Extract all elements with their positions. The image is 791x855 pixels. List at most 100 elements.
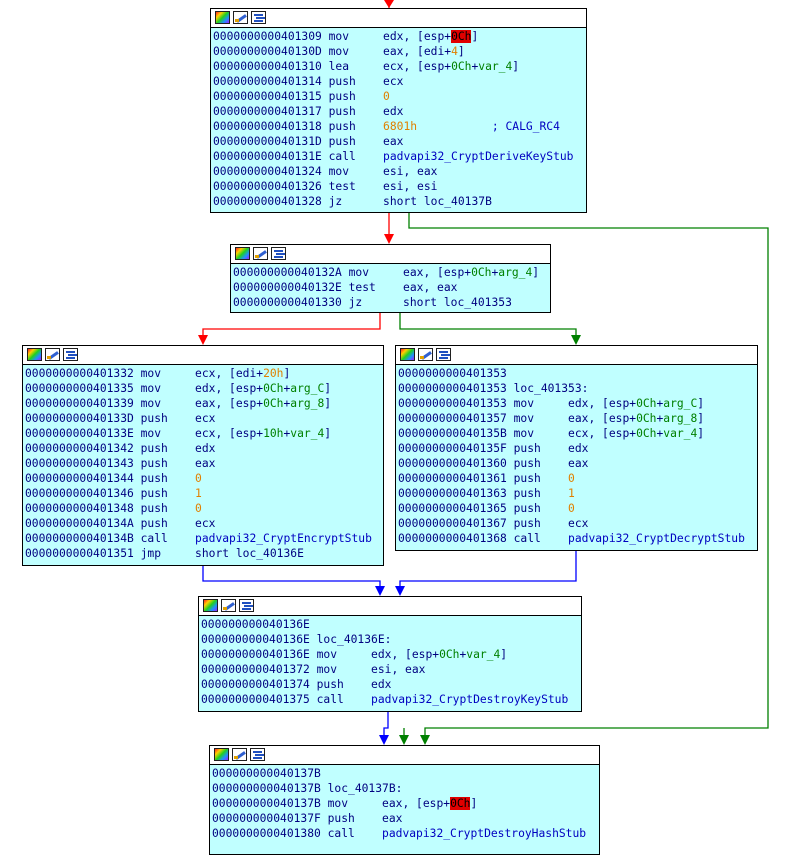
node-code: 000000000040132A mov eax, [esp+0Ch+arg_4… (231, 264, 550, 310)
edit-node-icon[interactable] (418, 348, 433, 361)
disasm-line[interactable]: 0000000000401357 mov eax, [esp+0Ch+arg_8… (398, 411, 757, 426)
arrow-head (384, 234, 394, 244)
node-text-icon[interactable] (251, 11, 266, 24)
graph-color-icon[interactable] (214, 748, 229, 761)
graph-color-icon[interactable] (203, 599, 218, 612)
disasm-line[interactable]: 0000000000401315 push 0 (213, 89, 586, 104)
asm-token: ecx (195, 517, 216, 530)
code-block-node[interactable]: 0000000000401332 mov ecx, [edi+20h]00000… (22, 345, 384, 566)
node-text-icon[interactable] (271, 247, 286, 260)
disasm-line[interactable]: 000000000040131D push eax (213, 134, 586, 149)
disasm-line[interactable]: 0000000000401330 jz short loc_401353 (233, 295, 550, 310)
disasm-line[interactable]: 000000000040133E mov ecx, [esp+10h+var_4… (25, 426, 383, 441)
asm-token: 0Ch (263, 382, 284, 395)
disasm-line[interactable]: 000000000040132E test eax, eax (233, 280, 550, 295)
node-text-icon[interactable] (436, 348, 451, 361)
asm-token: 0Ch (451, 30, 472, 43)
disasm-line[interactable]: 0000000000401324 mov esi, eax (213, 164, 586, 179)
graph-color-icon[interactable] (27, 348, 42, 361)
disasm-line[interactable]: 0000000000401367 push ecx (398, 516, 757, 531)
asm-token: push (513, 502, 569, 515)
arrow-head (399, 735, 409, 745)
disasm-line[interactable]: 0000000000401372 mov esi, eax (201, 662, 581, 677)
disasm-line[interactable]: 0000000000401317 push edx (213, 104, 586, 119)
graph-color-icon[interactable] (400, 348, 415, 361)
disasm-line[interactable]: 000000000040135F push edx (398, 441, 757, 456)
asm-token: 0 (568, 472, 575, 485)
disasm-line[interactable]: 0000000000401365 push 0 (398, 501, 757, 516)
edit-node-icon[interactable] (233, 11, 248, 24)
disasm-line[interactable]: 0000000000401380 call padvapi32_CryptDes… (212, 826, 599, 841)
disasm-line[interactable]: 0000000000401351 jmp short loc_40136E (25, 546, 383, 561)
address: 000000000040134A (25, 517, 141, 530)
disasm-line[interactable]: 0000000000401342 push edx (25, 441, 383, 456)
disasm-line[interactable]: 0000000000401375 call padvapi32_CryptDes… (201, 692, 581, 707)
asm-token: esi, esi (383, 180, 438, 193)
edit-node-icon[interactable] (45, 348, 60, 361)
disasm-line[interactable]: 000000000040136E mov edx, [esp+0Ch+var_4… (201, 647, 581, 662)
disasm-line[interactable]: 0000000000401339 mov eax, [esp+0Ch+arg_8… (25, 396, 383, 411)
disasm-line[interactable]: 000000000040137B loc_40137B: (212, 781, 599, 796)
address: 000000000040131D (213, 135, 329, 148)
disasm-line[interactable]: 0000000000401310 lea ecx, [esp+0Ch+var_4… (213, 59, 586, 74)
disasm-line[interactable]: 000000000040136E loc_40136E: (201, 632, 581, 647)
edit-node-icon[interactable] (232, 748, 247, 761)
disasm-line[interactable]: 0000000000401353 mov edx, [esp+0Ch+arg_C… (398, 396, 757, 411)
disasm-line[interactable]: 000000000040137B (212, 766, 599, 781)
disasm-line[interactable]: 0000000000401343 push eax (25, 456, 383, 471)
asm-token: jz (328, 195, 384, 208)
asm-token: mov (316, 663, 372, 676)
code-block-node[interactable]: 000000000040132A mov eax, [esp+0Ch+arg_4… (230, 244, 551, 313)
node-text-icon[interactable] (63, 348, 78, 361)
disasm-line[interactable]: 0000000000401363 push 1 (398, 486, 757, 501)
disasm-line[interactable]: 000000000040135B mov ecx, [esp+0Ch+var_4… (398, 426, 757, 441)
disasm-line[interactable]: 000000000040137F push eax (212, 811, 599, 826)
graph-color-icon[interactable] (235, 247, 250, 260)
disasm-line[interactable]: 0000000000401328 jz short loc_40137B (213, 194, 586, 209)
asm-token: jmp (140, 547, 196, 560)
graph-color-icon[interactable] (215, 11, 230, 24)
disasm-line[interactable]: 0000000000401318 push 6801h ; CALG_RC4 (213, 119, 586, 134)
node-text-icon[interactable] (239, 599, 254, 612)
address: 0000000000401346 (25, 487, 141, 500)
disasm-line[interactable]: 000000000040132A mov eax, [esp+0Ch+arg_4… (233, 265, 550, 280)
disasm-line[interactable]: 0000000000401335 mov edx, [esp+0Ch+arg_C… (25, 381, 383, 396)
disasm-line[interactable]: 0000000000401353 loc_401353: (398, 381, 757, 396)
asm-token: short loc_40137B (383, 195, 492, 208)
asm-token: ecx (195, 412, 216, 425)
address: 0000000000401326 (213, 180, 329, 193)
disasm-line[interactable]: 0000000000401346 push 1 (25, 486, 383, 501)
address: 0000000000401374 (201, 678, 317, 691)
node-text-icon[interactable] (250, 748, 265, 761)
disasm-line[interactable]: 000000000040134B call padvapi32_CryptEnc… (25, 531, 383, 546)
disasm-line[interactable]: 000000000040131E call padvapi32_CryptDer… (213, 149, 586, 164)
address: 000000000040136E (201, 648, 317, 661)
disasm-line[interactable]: 0000000000401368 call padvapi32_CryptDec… (398, 531, 757, 546)
asm-token: ecx (383, 75, 404, 88)
disasm-line[interactable]: 0000000000401360 push eax (398, 456, 757, 471)
disasm-line[interactable]: 0000000000401361 push 0 (398, 471, 757, 486)
disasm-line[interactable]: 0000000000401348 push 0 (25, 501, 383, 516)
code-block-node[interactable]: 0000000000401309 mov edx, [esp+0Ch]00000… (210, 8, 587, 213)
disasm-line[interactable]: 0000000000401332 mov ecx, [edi+20h] (25, 366, 383, 381)
address: 000000000040131E (213, 150, 329, 163)
disasm-line[interactable]: 0000000000401374 push edx (201, 677, 581, 692)
disasm-line[interactable]: 0000000000401314 push ecx (213, 74, 586, 89)
edit-node-icon[interactable] (253, 247, 268, 260)
edit-node-icon[interactable] (221, 599, 236, 612)
disasm-line[interactable]: 0000000000401353 (398, 366, 757, 381)
disasm-line[interactable]: 000000000040137B mov eax, [esp+0Ch] (212, 796, 599, 811)
disasm-line[interactable]: 000000000040133D push ecx (25, 411, 383, 426)
disasm-line[interactable]: 000000000040136E (201, 617, 581, 632)
arrow-head (198, 335, 208, 345)
asm-token: edx (195, 442, 216, 455)
disasm-line[interactable]: 0000000000401344 push 0 (25, 471, 383, 486)
asm-token: eax, [esp+ (568, 412, 637, 425)
disasm-line[interactable]: 000000000040130D mov eax, [edi+4] (213, 44, 586, 59)
disasm-line[interactable]: 000000000040134A push ecx (25, 516, 383, 531)
disasm-line[interactable]: 0000000000401309 mov edx, [esp+0Ch] (213, 29, 586, 44)
disasm-line[interactable]: 0000000000401326 test esi, esi (213, 179, 586, 194)
